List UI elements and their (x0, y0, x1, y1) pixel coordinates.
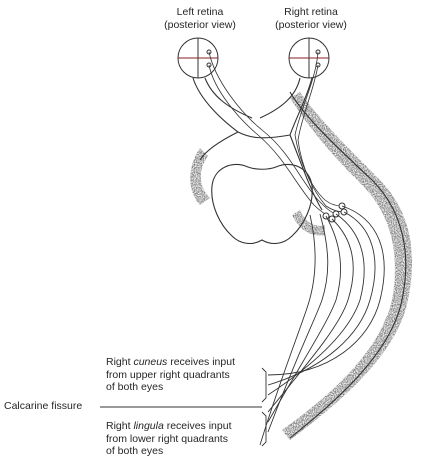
right-retina-label: Right retina (posterior view) (266, 6, 356, 31)
midbrain-outline (211, 163, 313, 245)
cuneus-label-line-3: of both eyes (106, 381, 164, 393)
lingula-label-line-1: Right lingula receives input (106, 420, 262, 433)
optic-chiasm-bottom (237, 131, 291, 139)
right-retina-label-line-2: (posterior view) (275, 18, 347, 31)
right-tract-inner-edge (289, 134, 323, 211)
right-tract-outer-edge (289, 91, 407, 439)
right-fiber-lower (297, 64, 345, 213)
midbrain-section (211, 163, 313, 245)
left-retina-label: Left retina (posterior view) (160, 6, 240, 31)
cuneus-suffix: receives input (167, 356, 235, 368)
left-retina-label-line-2: (posterior view) (164, 18, 236, 31)
lingula-label-line-2: from lower right quadrants (106, 432, 228, 445)
calcarine-fissure-label: Calcarine fissure (4, 400, 83, 412)
radiation-border (259, 214, 316, 446)
left-optic-nerve-inner (204, 77, 253, 119)
radiation-fiber-lower-2 (267, 215, 341, 423)
radiation-fiber-upper-1 (267, 205, 385, 376)
left-tract-edge (199, 131, 239, 161)
lateral-geniculate-synapses (322, 202, 348, 223)
radiation-fiber-upper-2 (267, 211, 376, 386)
cuneus-label-line-2: from upper right quadrants (106, 368, 230, 381)
label-brackets (100, 367, 267, 447)
lingula-term: lingula (133, 420, 164, 432)
lingula-label: Right lingula receives input from lower … (106, 420, 262, 458)
lingula-suffix: receives input (163, 420, 232, 432)
stipple-shading (190, 92, 413, 440)
radiation-fiber-upper-3 (267, 213, 365, 396)
left-retina (177, 37, 219, 79)
left-retina-fiber-origin-lower (206, 62, 212, 68)
cuneus-bracket (261, 367, 267, 403)
radiation-fiber-lower-3 (267, 213, 329, 433)
lingula-label-line-3: of both eyes (106, 445, 164, 457)
lingula-prefix: Right (106, 420, 134, 432)
optic-radiation (259, 205, 385, 446)
optic-pathway-outline (192, 77, 407, 439)
radiation-fiber-lower-1 (267, 218, 354, 413)
lingula-bracket (261, 411, 267, 447)
left-optic-nerve-outer (192, 77, 239, 133)
retinal-fibers (208, 51, 345, 219)
left-retina-label-line-1: Left retina (176, 6, 224, 18)
cuneus-prefix: Right (106, 356, 134, 368)
right-optic-nerve-outer (259, 77, 301, 119)
right-retina (288, 37, 330, 79)
left-fiber-lower (208, 64, 333, 219)
left-retina-fiber-origin-upper (206, 49, 212, 55)
cuneus-label-line-1: Right cuneus receives input (106, 356, 262, 369)
cuneus-term: cuneus (133, 356, 168, 368)
left-fiber-upper (208, 51, 337, 215)
cuneus-label: Right cuneus receives input from upper r… (106, 356, 262, 394)
right-retina-label-line-1: Right retina (284, 6, 338, 18)
